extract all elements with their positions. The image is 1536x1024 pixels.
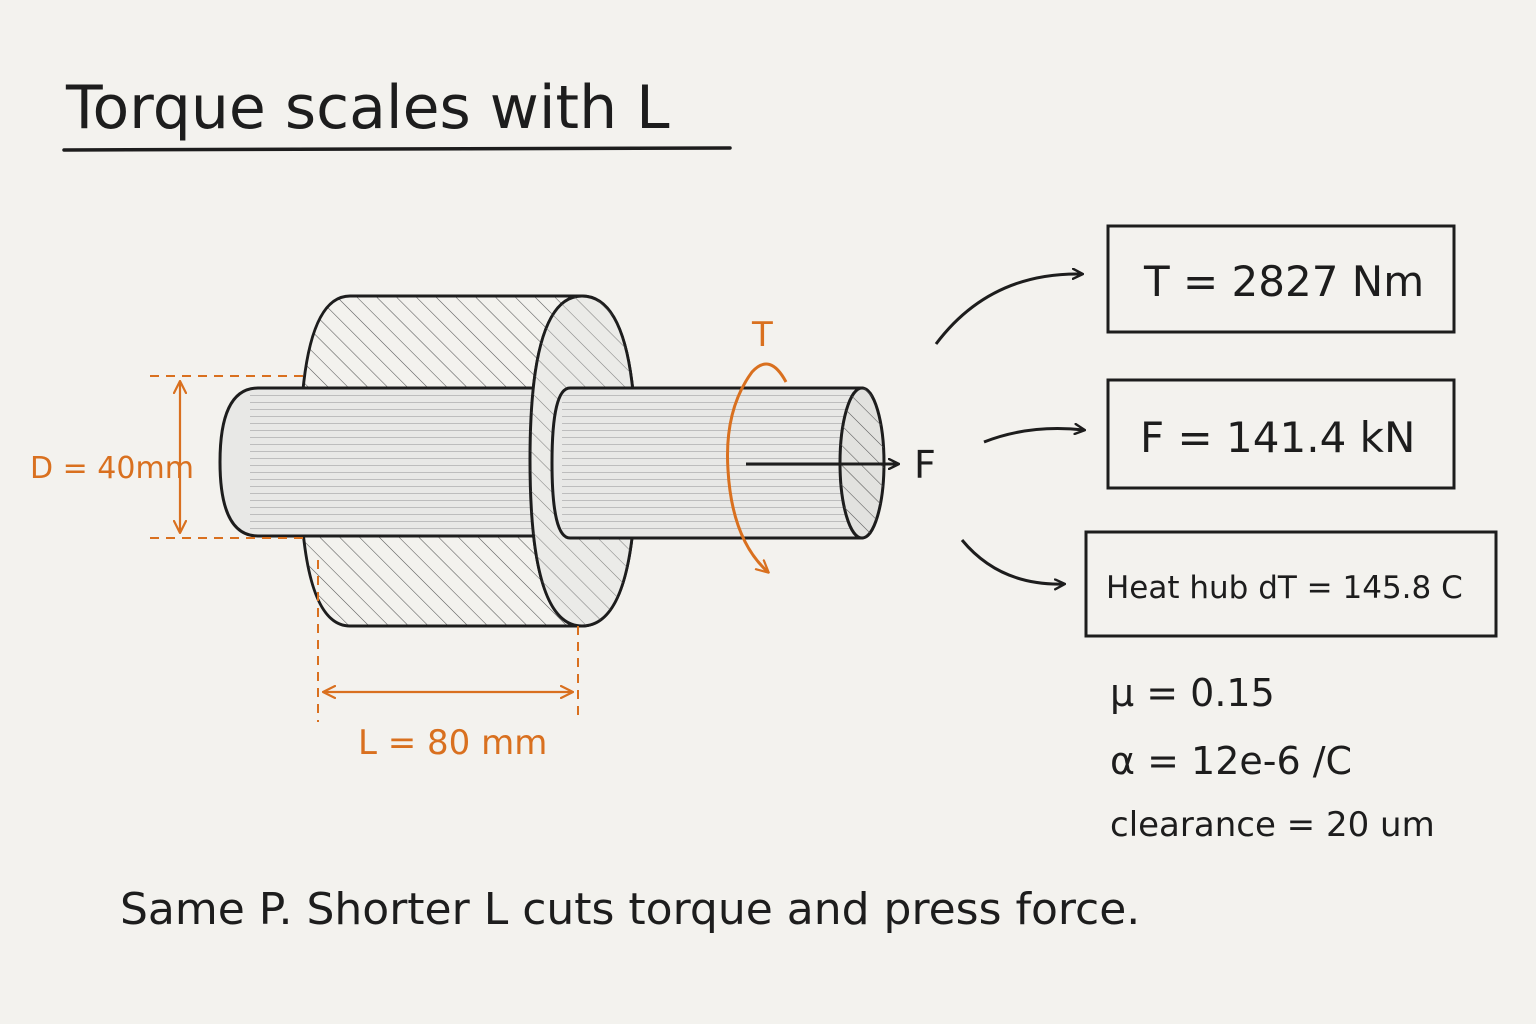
- result-box-torque: T = 2827 Nm: [1106, 224, 1456, 334]
- shaft-left: [218, 386, 542, 538]
- caption: Same P. Shorter L cuts torque and press …: [120, 884, 1140, 935]
- result-heat-text: Heat hub dT = 145.8 C: [1106, 570, 1463, 606]
- diameter-dimension: D = 40mm: [30, 375, 308, 539]
- force-arrow: F: [746, 443, 936, 487]
- arrow-to-torque: [934, 274, 1082, 345]
- result-force-text: F = 141.4 kN: [1140, 413, 1415, 462]
- result-torque-text: T = 2827 Nm: [1143, 257, 1424, 306]
- param-clearance: clearance = 20 um: [1110, 805, 1435, 845]
- param-alpha: α = 12e-6 /C: [1110, 739, 1352, 783]
- length-label: L = 80 mm: [358, 723, 547, 763]
- title-underline: [62, 146, 732, 152]
- page-title: Torque scales with L: [65, 73, 670, 143]
- length-dimension: L = 80 mm: [317, 560, 579, 763]
- param-mu: μ = 0.15: [1110, 671, 1275, 715]
- diameter-label: D = 40mm: [30, 451, 194, 486]
- arrow-to-heat: [960, 539, 1064, 584]
- torque-arrow: T: [726, 315, 788, 572]
- result-box-heat: Heat hub dT = 145.8 C: [1084, 530, 1498, 638]
- force-symbol: F: [914, 443, 936, 487]
- arrow-to-force: [983, 429, 1084, 444]
- torque-symbol: T: [751, 315, 773, 355]
- result-box-force: F = 141.4 kN: [1106, 378, 1456, 490]
